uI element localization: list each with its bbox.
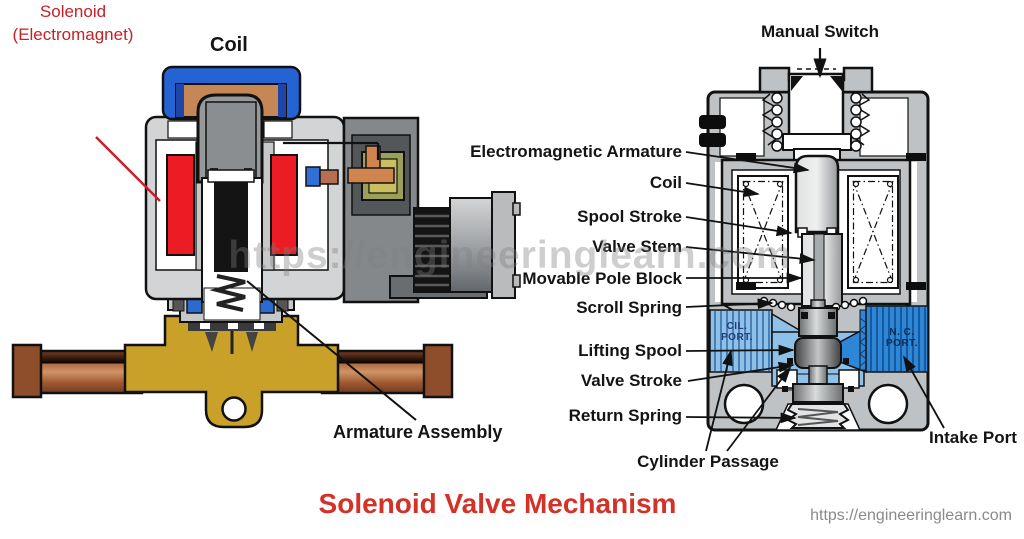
intake-port-label: Intake Port [929, 428, 1017, 447]
nc-port-line1: N. C. [889, 327, 915, 338]
spool-stroke-label: Spool Stroke [577, 207, 682, 226]
solenoid-electromagnet-label: Solenoid (Electromagnet) [0, 0, 146, 46]
solenoid-label-line2: (Electromagnet) [12, 25, 134, 44]
right-cross-section-illustration [699, 66, 930, 432]
manual-switch-label: Manual Switch [760, 22, 880, 41]
solenoid-label-line1: Solenoid [39, 2, 107, 21]
page-title: Solenoid Valve Mechanism [318, 488, 677, 519]
coil-label-left: Coil [210, 34, 248, 56]
cil-port-text: CIL. PORT. [709, 321, 765, 343]
electromagnetic-armature-label: Electromagnetic Armature [470, 142, 682, 161]
cil-port-line2: PORT. [721, 332, 753, 343]
nc-port-line2: PORT. [886, 338, 918, 349]
site-url-text: https://engineeringlearn.com [810, 507, 1012, 524]
scroll-spring-label: Scroll Spring [576, 298, 682, 317]
lifting-spool-label: Lifting Spool [578, 341, 682, 360]
valve-stroke-label: Valve Stroke [580, 371, 682, 390]
coil-label-right: Coil [649, 173, 682, 192]
armature-assembly-label: Armature Assembly [333, 422, 503, 442]
movable-pole-block-label: Movable Pole Block [522, 269, 682, 288]
left-valve-illustration [11, 65, 521, 429]
watermark-text: https://engineeringlearn.com [228, 234, 792, 277]
leader-lines [95, 48, 945, 452]
cylinder-passage-label: Cylinder Passage [637, 452, 779, 471]
coil-winding-right [847, 175, 899, 289]
return-spring-label: Return Spring [568, 406, 682, 425]
nc-port-text: N. C. PORT. [881, 327, 923, 349]
valve-stem-label: Valve Stem [592, 237, 682, 256]
cil-port-line1: CIL. [726, 321, 748, 332]
